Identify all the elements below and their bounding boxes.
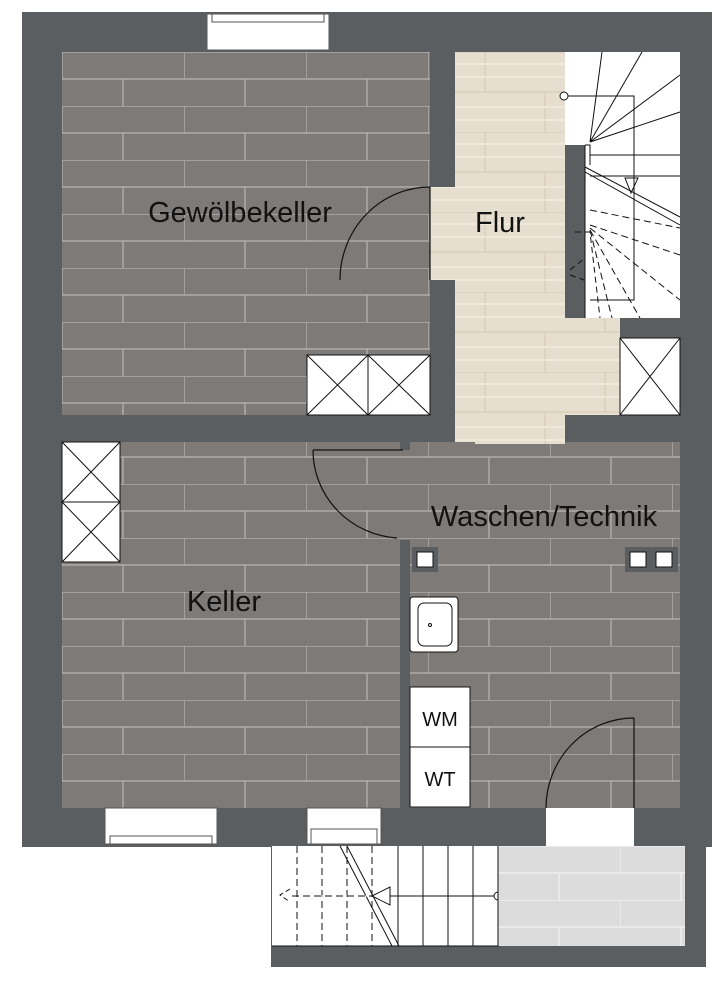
staircase-exterior bbox=[272, 845, 503, 947]
door-keller[interactable] bbox=[312, 449, 403, 539]
chimney-left bbox=[412, 547, 438, 572]
washing-machine-label: WM bbox=[422, 709, 458, 731]
label-keller: Keller bbox=[187, 586, 261, 618]
staircase-upper bbox=[559, 51, 681, 319]
washing-machine: WM bbox=[409, 686, 471, 748]
shaft-keller bbox=[61, 441, 121, 563]
label-gewoelbekeller: Gewölbekeller bbox=[148, 197, 332, 229]
dryer: WT bbox=[409, 746, 471, 808]
sink bbox=[409, 596, 459, 653]
label-waschen-technik: Waschen/Technik bbox=[431, 501, 658, 533]
shaft-flur bbox=[619, 337, 681, 416]
terrace bbox=[498, 846, 685, 946]
chimney-right bbox=[625, 547, 678, 572]
door-exterior[interactable] bbox=[545, 717, 635, 846]
shaft-gewoelbekeller bbox=[306, 354, 431, 416]
window-top bbox=[206, 13, 330, 51]
dryer-label: WT bbox=[424, 769, 455, 791]
room-flur bbox=[430, 52, 620, 442]
window-keller-left bbox=[104, 807, 218, 845]
label-flur: Flur bbox=[475, 207, 525, 239]
door-gewoelbekeller[interactable] bbox=[339, 186, 431, 281]
window-keller-right bbox=[306, 807, 382, 845]
